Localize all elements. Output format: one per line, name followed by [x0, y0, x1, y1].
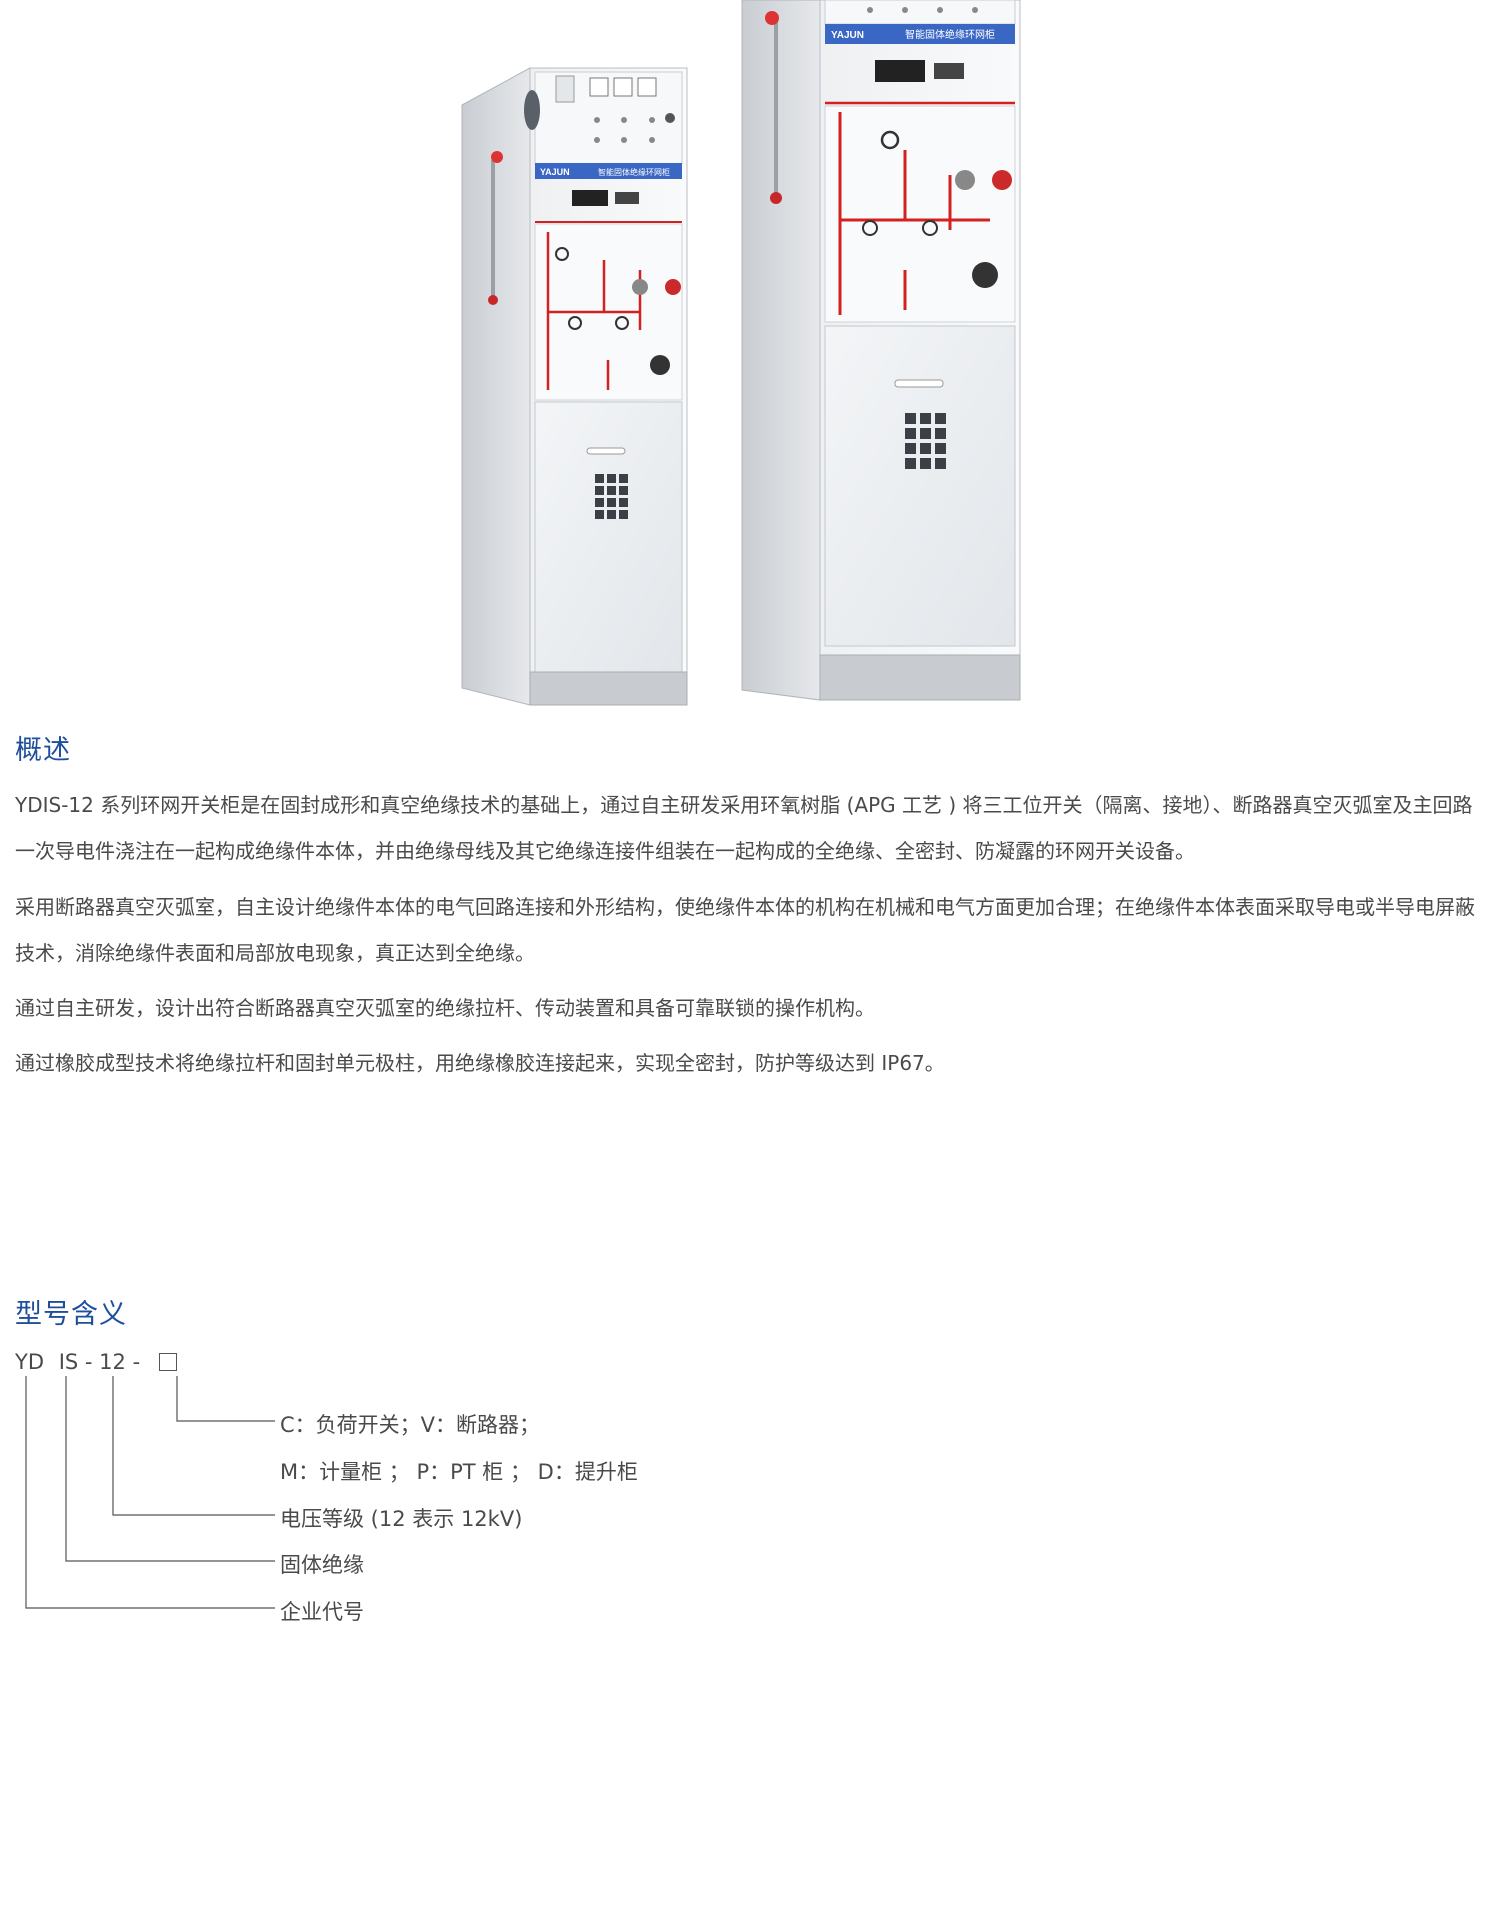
leader-line-company — [25, 1376, 275, 1609]
left-panel-title: 智能固体绝缘环网柜 — [598, 167, 670, 177]
left-cabinet: YAJUN 智能固体绝缘环网柜 — [461, 67, 688, 706]
overview-paragraph-4: 通过橡胶成型技术将绝缘拉杆和固封单元极柱，用绝缘橡胶连接起来，实现全密封，防护等… — [15, 1051, 945, 1075]
left-vent-grille — [595, 474, 628, 519]
code-dash-1: - — [84, 1350, 93, 1374]
right-vent-grille — [905, 413, 946, 469]
model-code: YD IS - 12 - — [15, 1350, 177, 1374]
code-part-insulation: IS — [58, 1350, 79, 1374]
code-part-voltage: 12 — [99, 1350, 126, 1374]
model-meaning-heading: 型号含义 — [15, 1299, 127, 1330]
code-dash-2: - — [132, 1350, 141, 1374]
legend-insulation: 固体绝缘 — [280, 1553, 364, 1577]
legend-company: 企业代号 — [280, 1600, 364, 1624]
legend-type-cv: C：负荷开关；V：断路器； — [280, 1413, 541, 1437]
code-placeholder-box — [158, 1353, 177, 1371]
right-cabinet: YAJUN 智能固体绝缘环网柜 — [741, 0, 1021, 701]
code-part-company: YD — [15, 1350, 44, 1374]
legend-voltage: 电压等级 (12 表示 12kV) — [280, 1507, 523, 1531]
model-code-leader-lines — [25, 1376, 275, 1609]
leader-line-type — [176, 1376, 275, 1422]
right-panel-title: 智能固体绝缘环网柜 — [905, 28, 995, 41]
overview-paragraph-3: 通过自主研发，设计出符合断路器真空灭弧室的绝缘拉杆、传动装置和具备可靠联锁的操作… — [15, 996, 875, 1020]
leader-line-voltage — [112, 1376, 275, 1516]
overview-paragraph-1: YDIS-12 系列环网开关柜是在固封成形和真空绝缘技术的基础上，通过自主研发采… — [15, 793, 1473, 863]
overview-paragraph-2: 采用断路器真空灭弧室，自主设计绝缘件本体的电气回路连接和外形结构，使绝缘件本体的… — [15, 895, 1475, 965]
legend-type-mpd: M：计量柜 ； P：PT 柜 ； D：提升柜 — [280, 1460, 638, 1484]
left-brand-label: YAJUN — [540, 167, 570, 177]
right-brand-label: YAJUN — [831, 30, 864, 41]
product-photo: YAJUN 智能固体绝缘环网柜 — [461, 0, 1021, 706]
overview-heading: 概述 — [15, 735, 71, 766]
leader-line-insulation — [65, 1376, 275, 1562]
